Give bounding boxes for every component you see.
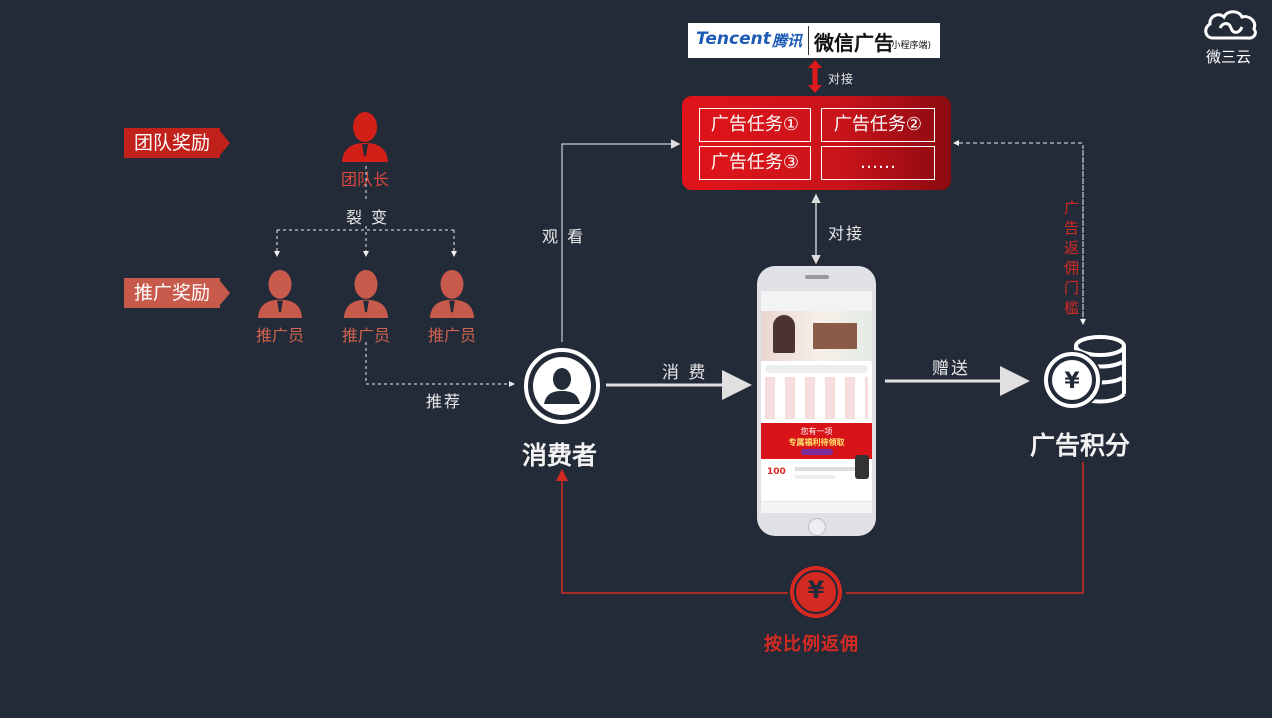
phone-search-bar	[765, 365, 868, 373]
ad-task-2: 广告任务②	[821, 108, 935, 142]
phone-hero-banner	[761, 311, 872, 361]
rebate-coin-icon: ¥	[790, 566, 842, 618]
promo-line-2: 专属福利待领取	[788, 438, 845, 447]
cloud-logo-icon	[1204, 10, 1257, 40]
consume-label: 消 费	[662, 363, 708, 383]
ad-points-label: 广告积分	[1030, 431, 1131, 460]
recommend-label: 推荐	[426, 392, 463, 411]
team-leader-icon	[342, 112, 388, 162]
tencent-text: Tencent	[696, 29, 771, 49]
fission-label: 裂 变	[346, 208, 390, 227]
consumer-icon	[524, 348, 600, 424]
promoter-icon	[429, 269, 475, 318]
promo-reward-tag: 推广奖励	[124, 278, 231, 308]
phone-speaker	[805, 275, 829, 279]
phone-category-grid	[765, 377, 868, 419]
tencent-cn-text: 腾讯	[772, 32, 803, 50]
phone-float-widget	[855, 455, 869, 479]
phone-mockup: 您有一项 专属福利待领取 100	[757, 266, 876, 536]
phone-statusbar	[761, 291, 872, 311]
rebate-label: 按比例返佣	[764, 634, 859, 655]
coin-stack-icon: ¥	[1042, 335, 1126, 410]
cosmetics-image	[813, 323, 857, 349]
logo-divider	[808, 26, 809, 55]
ad-task-1: 广告任务①	[699, 108, 811, 142]
promo-claim-button	[801, 449, 833, 455]
wechat-ads-logo: Tencent 腾讯 微信广告 (小程序端)	[688, 23, 940, 58]
team-reward-tag: 团队奖励	[124, 128, 231, 158]
ad-rebate-threshold-label: 广 告 返 佣 门 槛	[1064, 199, 1088, 317]
promoter-icon	[343, 269, 389, 318]
dock-mid-label: 对接	[828, 224, 865, 243]
watch-label: 观 看	[542, 227, 586, 246]
phone-tabbar	[761, 501, 872, 513]
ad-task-panel: 广告任务① 广告任务② 广告任务③ ……	[682, 96, 951, 190]
promoter-icon	[257, 269, 303, 318]
promoter-label: 推广员	[255, 326, 304, 345]
phone-home-button	[808, 518, 826, 536]
yen-symbol: ¥	[807, 576, 825, 604]
phone-screen: 您有一项 专属福利待领取 100	[761, 291, 872, 513]
phone-price: 100	[767, 467, 786, 477]
gift-label: 赠送	[932, 359, 970, 379]
team-leader-label: 团队长	[340, 170, 389, 189]
ad-task-3: 广告任务③	[699, 146, 811, 180]
phone-item-text	[795, 467, 855, 471]
phone-promo-banner: 您有一项 专属福利待领取	[761, 423, 872, 459]
consumer-label: 消费者	[522, 441, 598, 470]
ad-task-more: ……	[821, 146, 935, 180]
promoter-label: 推广员	[341, 326, 390, 345]
dock-top-label: 对接	[828, 72, 855, 86]
wechat-ads-text: 微信广告	[814, 31, 894, 55]
model-image	[773, 315, 795, 353]
brand-name: 微三云	[1206, 48, 1252, 66]
promo-line-1: 您有一项	[800, 427, 833, 436]
phone-item-text	[795, 475, 835, 479]
wechat-ads-sub: (小程序端)	[888, 41, 932, 51]
promoter-label: 推广员	[427, 326, 476, 345]
svg-text:¥: ¥	[1064, 369, 1080, 394]
